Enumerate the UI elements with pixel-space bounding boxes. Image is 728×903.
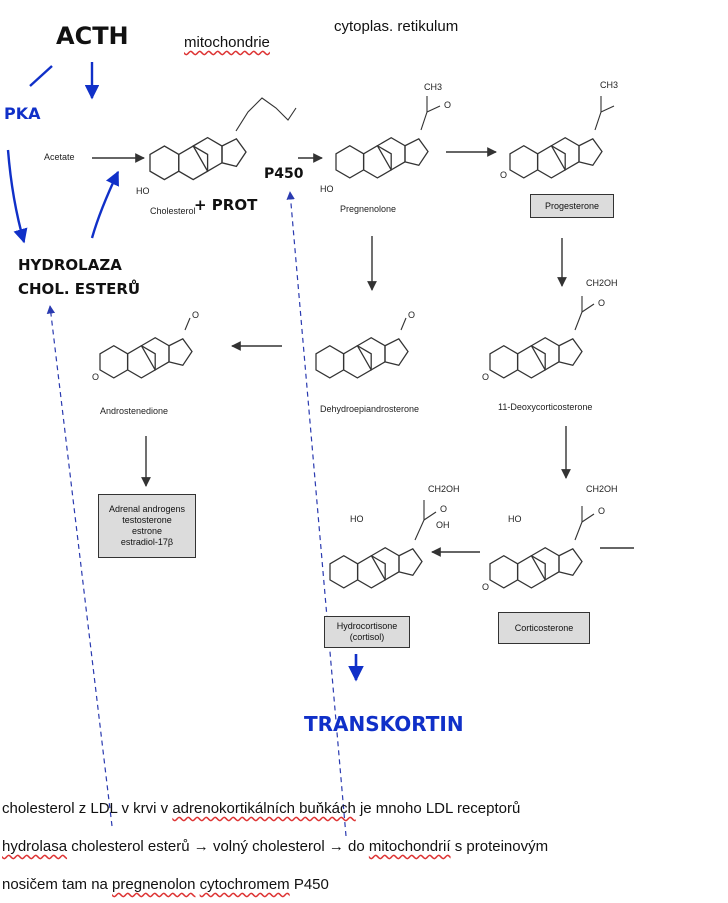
group-ch2oh-deoxycorticosterone: CH2OH bbox=[586, 278, 618, 288]
corticosterone-structure bbox=[489, 506, 595, 589]
note-2a: hydrolasa bbox=[2, 838, 68, 855]
cortisol-structure bbox=[329, 500, 437, 589]
group-o-deoxycorticosterone: O bbox=[598, 298, 606, 308]
box-corticosterone: Corticosterone bbox=[498, 612, 590, 644]
hand-hydrolase-line1: HYDROLAZA bbox=[18, 256, 122, 274]
group-o-dhea: O bbox=[408, 310, 416, 320]
group-oh-cortisol: OH bbox=[436, 520, 450, 530]
note-2c: mitochondrií bbox=[368, 838, 451, 855]
dashed-link-p450 bbox=[286, 191, 347, 837]
label-androstenedione: Androstenedione bbox=[100, 406, 169, 416]
group-ch3-pregnenolone: CH3 bbox=[424, 82, 443, 92]
label-cortisol-line1: Hydrocortisone bbox=[336, 621, 398, 631]
header-cytoplasm: cytoplas. retikulum bbox=[334, 18, 459, 35]
pregnenolone-structure bbox=[335, 96, 441, 179]
group-o-androstenedione: O bbox=[192, 310, 200, 320]
group-o-corticosterone-ring: O bbox=[482, 582, 490, 592]
group-ho-corticosterone: HO bbox=[508, 514, 522, 524]
label-pregnenolone: Pregnenolone bbox=[340, 204, 397, 214]
label-cortisol-line2: (cortisol) bbox=[349, 632, 385, 642]
dhea-structure bbox=[315, 317, 409, 379]
hand-arrow-hydrolase-cholesterol bbox=[90, 170, 120, 239]
hand-stroke-pka bbox=[29, 65, 53, 87]
note-line-1: cholesterol z LDL v krvi v adrenokortiká… bbox=[2, 800, 520, 817]
note-3a: nosičem tam na bbox=[2, 876, 113, 893]
hand-transcortin: TRANSKORTIN bbox=[304, 712, 464, 736]
hand-pka: PKA bbox=[4, 104, 41, 123]
label-dhea: Dehydroepiandrosterone bbox=[320, 404, 420, 414]
box-adrenal-androgens: Adrenal androgens testosterone estrone e… bbox=[98, 494, 196, 558]
hand-prot: + PROT bbox=[194, 196, 258, 214]
note-2d: s proteinovým bbox=[450, 838, 549, 855]
group-o-corticosterone: O bbox=[598, 506, 606, 516]
androgens-line-4: estradiol-17β bbox=[120, 537, 174, 547]
group-ho-cholesterol: HO bbox=[136, 186, 150, 196]
note-1b: adrenokortikálních buňkách bbox=[172, 800, 356, 817]
androstenedione-structure bbox=[99, 317, 193, 379]
group-ch2oh-cortisol: CH2OH bbox=[428, 484, 460, 494]
androgens-line-3: estrone bbox=[131, 526, 163, 536]
hand-p450: P450 bbox=[264, 166, 304, 182]
header-mitochondria: mitochondrie bbox=[184, 34, 270, 51]
note-3e: P450 bbox=[289, 876, 329, 893]
group-ho-cortisol: HO bbox=[350, 514, 364, 524]
label-deoxycorticosterone: 11-Deoxycorticosterone bbox=[498, 402, 593, 412]
note-3d: cytochromem bbox=[199, 876, 290, 893]
hand-acth: ACTH bbox=[56, 22, 129, 50]
androgens-line-1: Adrenal androgens bbox=[108, 504, 186, 514]
group-o-pregnenolone: O bbox=[444, 100, 452, 110]
hand-arrow-pka-hydrolase bbox=[6, 149, 28, 244]
cholesterol-structure bbox=[149, 97, 297, 181]
label-corticosterone: Corticosterone bbox=[514, 622, 574, 633]
group-o-progesterone-ring: O bbox=[500, 170, 508, 180]
group-o-cortisol: O bbox=[440, 504, 448, 514]
box-cortisol: Hydrocortisone (cortisol) bbox=[324, 616, 410, 648]
group-ho-pregnenolone: HO bbox=[320, 184, 334, 194]
group-o-androstenedione-ring: O bbox=[92, 372, 100, 382]
label-cholesterol: Cholesterol bbox=[150, 206, 196, 216]
group-o-deoxycorticosterone-ring: O bbox=[482, 372, 490, 382]
label-acetate: Acetate bbox=[44, 152, 75, 162]
box-progesterone: Progesterone bbox=[530, 194, 614, 218]
androgens-line-2: testosterone bbox=[122, 515, 172, 525]
note-line-3: nosičem tam na pregnenolon cytochromem P… bbox=[2, 876, 329, 893]
deoxycorticosterone-structure bbox=[489, 296, 595, 379]
note-line-2: hydrolasa cholesterol esterů → volný cho… bbox=[2, 838, 548, 855]
dashed-link-hydrolase bbox=[46, 305, 113, 827]
note-3b: pregnenolon bbox=[112, 876, 196, 893]
progesterone-structure bbox=[509, 96, 615, 179]
group-ch3-progesterone: CH3 bbox=[600, 80, 619, 90]
group-ch2oh-corticosterone: CH2OH bbox=[586, 484, 618, 494]
note-2b: cholesterol esterů → volný cholesterol →… bbox=[67, 838, 369, 855]
label-progesterone: Progesterone bbox=[544, 200, 600, 211]
note-1c: je mnoho LDL receptorů bbox=[355, 800, 521, 817]
note-1a: cholesterol z LDL v krvi v bbox=[2, 800, 173, 817]
hand-hydrolase-line2: CHOL. ESTERŮ bbox=[18, 280, 141, 298]
